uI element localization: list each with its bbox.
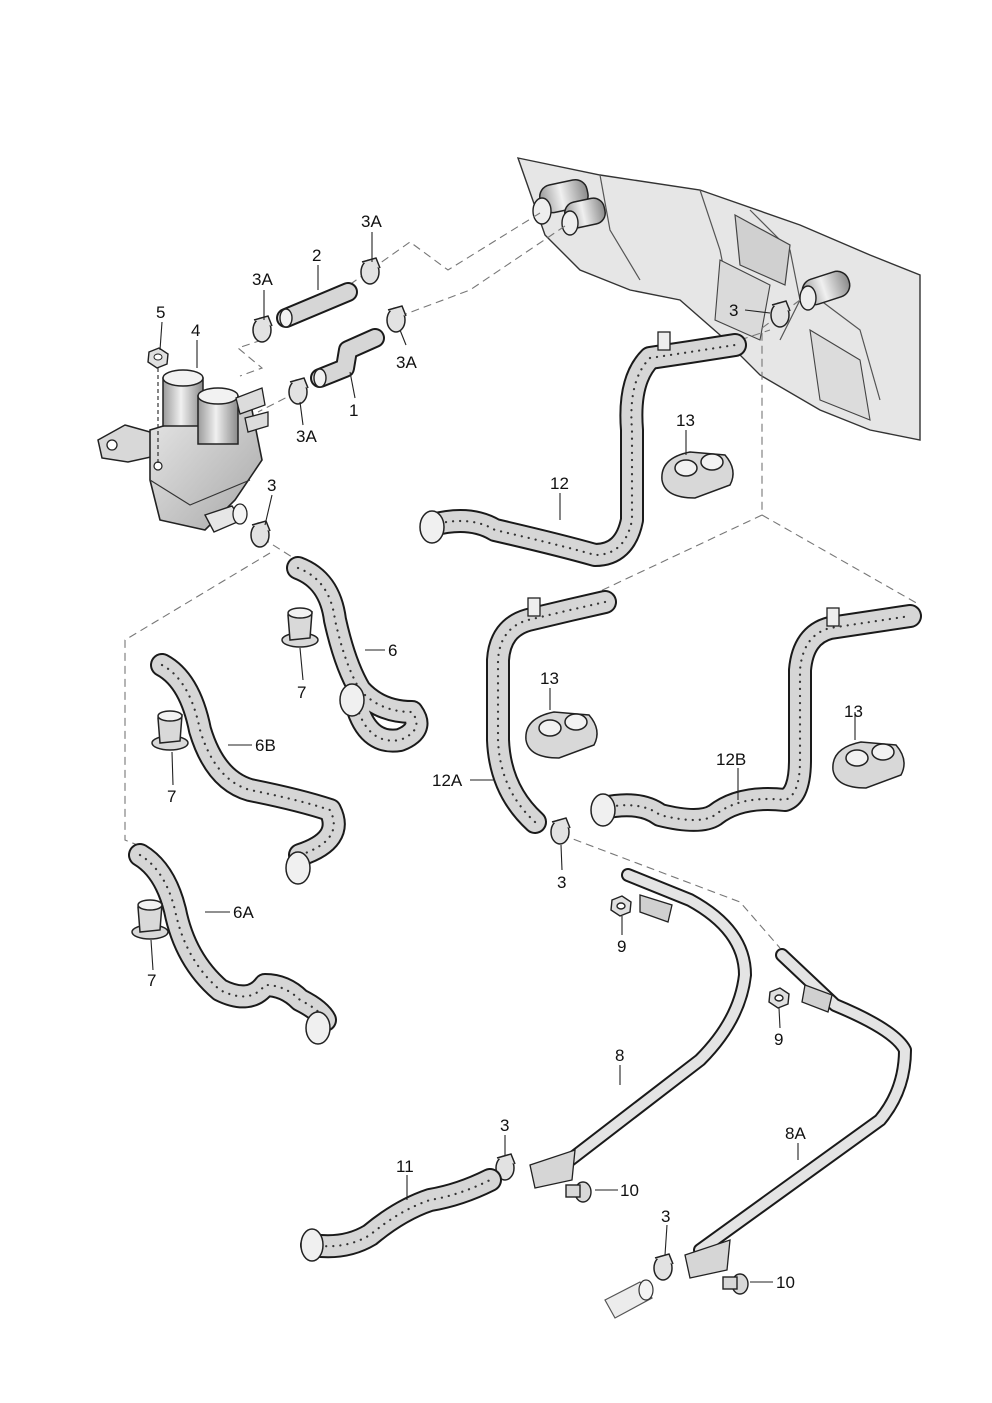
hose-6a bbox=[128, 843, 337, 1045]
grommet-13-mid bbox=[525, 711, 598, 759]
label-3-lower: 3 bbox=[500, 1116, 509, 1135]
clamp-3a-right bbox=[386, 305, 407, 333]
nuts-9 bbox=[610, 895, 790, 1009]
plugs-7 bbox=[131, 607, 319, 940]
clamp-3-bulkhead bbox=[770, 300, 791, 328]
hose-1 bbox=[310, 328, 385, 388]
label-3a-right: 3A bbox=[396, 353, 417, 372]
clamp-3a-top bbox=[360, 257, 381, 285]
clamp-3-mid bbox=[550, 817, 571, 845]
nut-5 bbox=[147, 347, 169, 466]
hose-12b bbox=[590, 604, 922, 832]
pipe-stub bbox=[604, 1279, 654, 1319]
grommet-13-top bbox=[661, 451, 734, 499]
label-3-bottom-right: 3 bbox=[661, 1207, 670, 1226]
vehicle-bulkhead bbox=[516, 157, 921, 441]
hose-6b bbox=[150, 653, 346, 885]
label-6: 6 bbox=[388, 641, 397, 660]
label-10-a: 10 bbox=[620, 1181, 639, 1200]
label-12a: 12A bbox=[432, 771, 463, 790]
coolant-valve-assembly bbox=[97, 369, 269, 533]
label-7-c: 7 bbox=[147, 971, 156, 990]
label-9-b: 9 bbox=[774, 1030, 783, 1049]
label-6b: 6B bbox=[255, 736, 276, 755]
label-8: 8 bbox=[615, 1046, 624, 1065]
nut-9-a bbox=[610, 895, 632, 917]
label-3-mid: 3 bbox=[557, 873, 566, 892]
label-3-valve: 3 bbox=[267, 476, 276, 495]
leader-lines bbox=[150, 232, 856, 1283]
label-1: 1 bbox=[349, 401, 358, 420]
label-8a: 8A bbox=[785, 1124, 806, 1143]
hose-11 bbox=[300, 1168, 502, 1262]
label-9-a: 9 bbox=[617, 937, 626, 956]
label-3a-top: 3A bbox=[361, 212, 382, 231]
hose-12 bbox=[419, 331, 747, 567]
label-13-top: 13 bbox=[676, 411, 695, 430]
clip-10-a bbox=[565, 1181, 592, 1203]
label-11: 11 bbox=[396, 1157, 414, 1176]
grommets-13 bbox=[525, 451, 905, 789]
label-7-a: 7 bbox=[297, 683, 306, 702]
grommet-13-right bbox=[832, 741, 905, 789]
label-13-mid: 13 bbox=[540, 669, 559, 688]
label-12b: 12B bbox=[716, 750, 746, 769]
label-6a: 6A bbox=[233, 903, 254, 922]
clamp-3-lower bbox=[495, 1153, 516, 1181]
label-3a-left: 3A bbox=[252, 270, 273, 289]
hose-clamps bbox=[250, 257, 791, 1281]
hose-12a bbox=[486, 590, 617, 834]
label-7-b: 7 bbox=[167, 787, 176, 806]
label-3a-bottom: 3A bbox=[296, 427, 317, 446]
clamp-3-valve bbox=[250, 520, 271, 548]
label-4: 4 bbox=[191, 321, 200, 340]
plug-7-c bbox=[131, 899, 169, 940]
clamp-3a-left-top bbox=[252, 315, 273, 343]
hose-6 bbox=[286, 556, 429, 753]
label-12: 12 bbox=[550, 474, 569, 493]
label-10-b: 10 bbox=[776, 1273, 795, 1292]
label-5: 5 bbox=[156, 303, 165, 322]
clamp-3a-bottom bbox=[288, 377, 309, 405]
clip-10-b bbox=[722, 1273, 749, 1295]
plug-7-a bbox=[281, 607, 319, 648]
pipe-8a bbox=[684, 948, 912, 1279]
pipe-8 bbox=[529, 868, 752, 1189]
label-2: 2 bbox=[312, 246, 321, 265]
plug-7-b bbox=[151, 710, 189, 751]
clips-10 bbox=[565, 1181, 749, 1295]
nut-9-b bbox=[768, 987, 790, 1009]
hose-2 bbox=[276, 282, 358, 328]
clamp-3-bottom-right bbox=[653, 1253, 674, 1281]
callout-labels: 3A 2 3A 5 4 3A 1 3A 3 3 13 12 6 7 13 6B … bbox=[147, 212, 863, 1292]
label-3-bulkhead: 3 bbox=[729, 301, 738, 320]
label-13-right: 13 bbox=[844, 702, 863, 721]
